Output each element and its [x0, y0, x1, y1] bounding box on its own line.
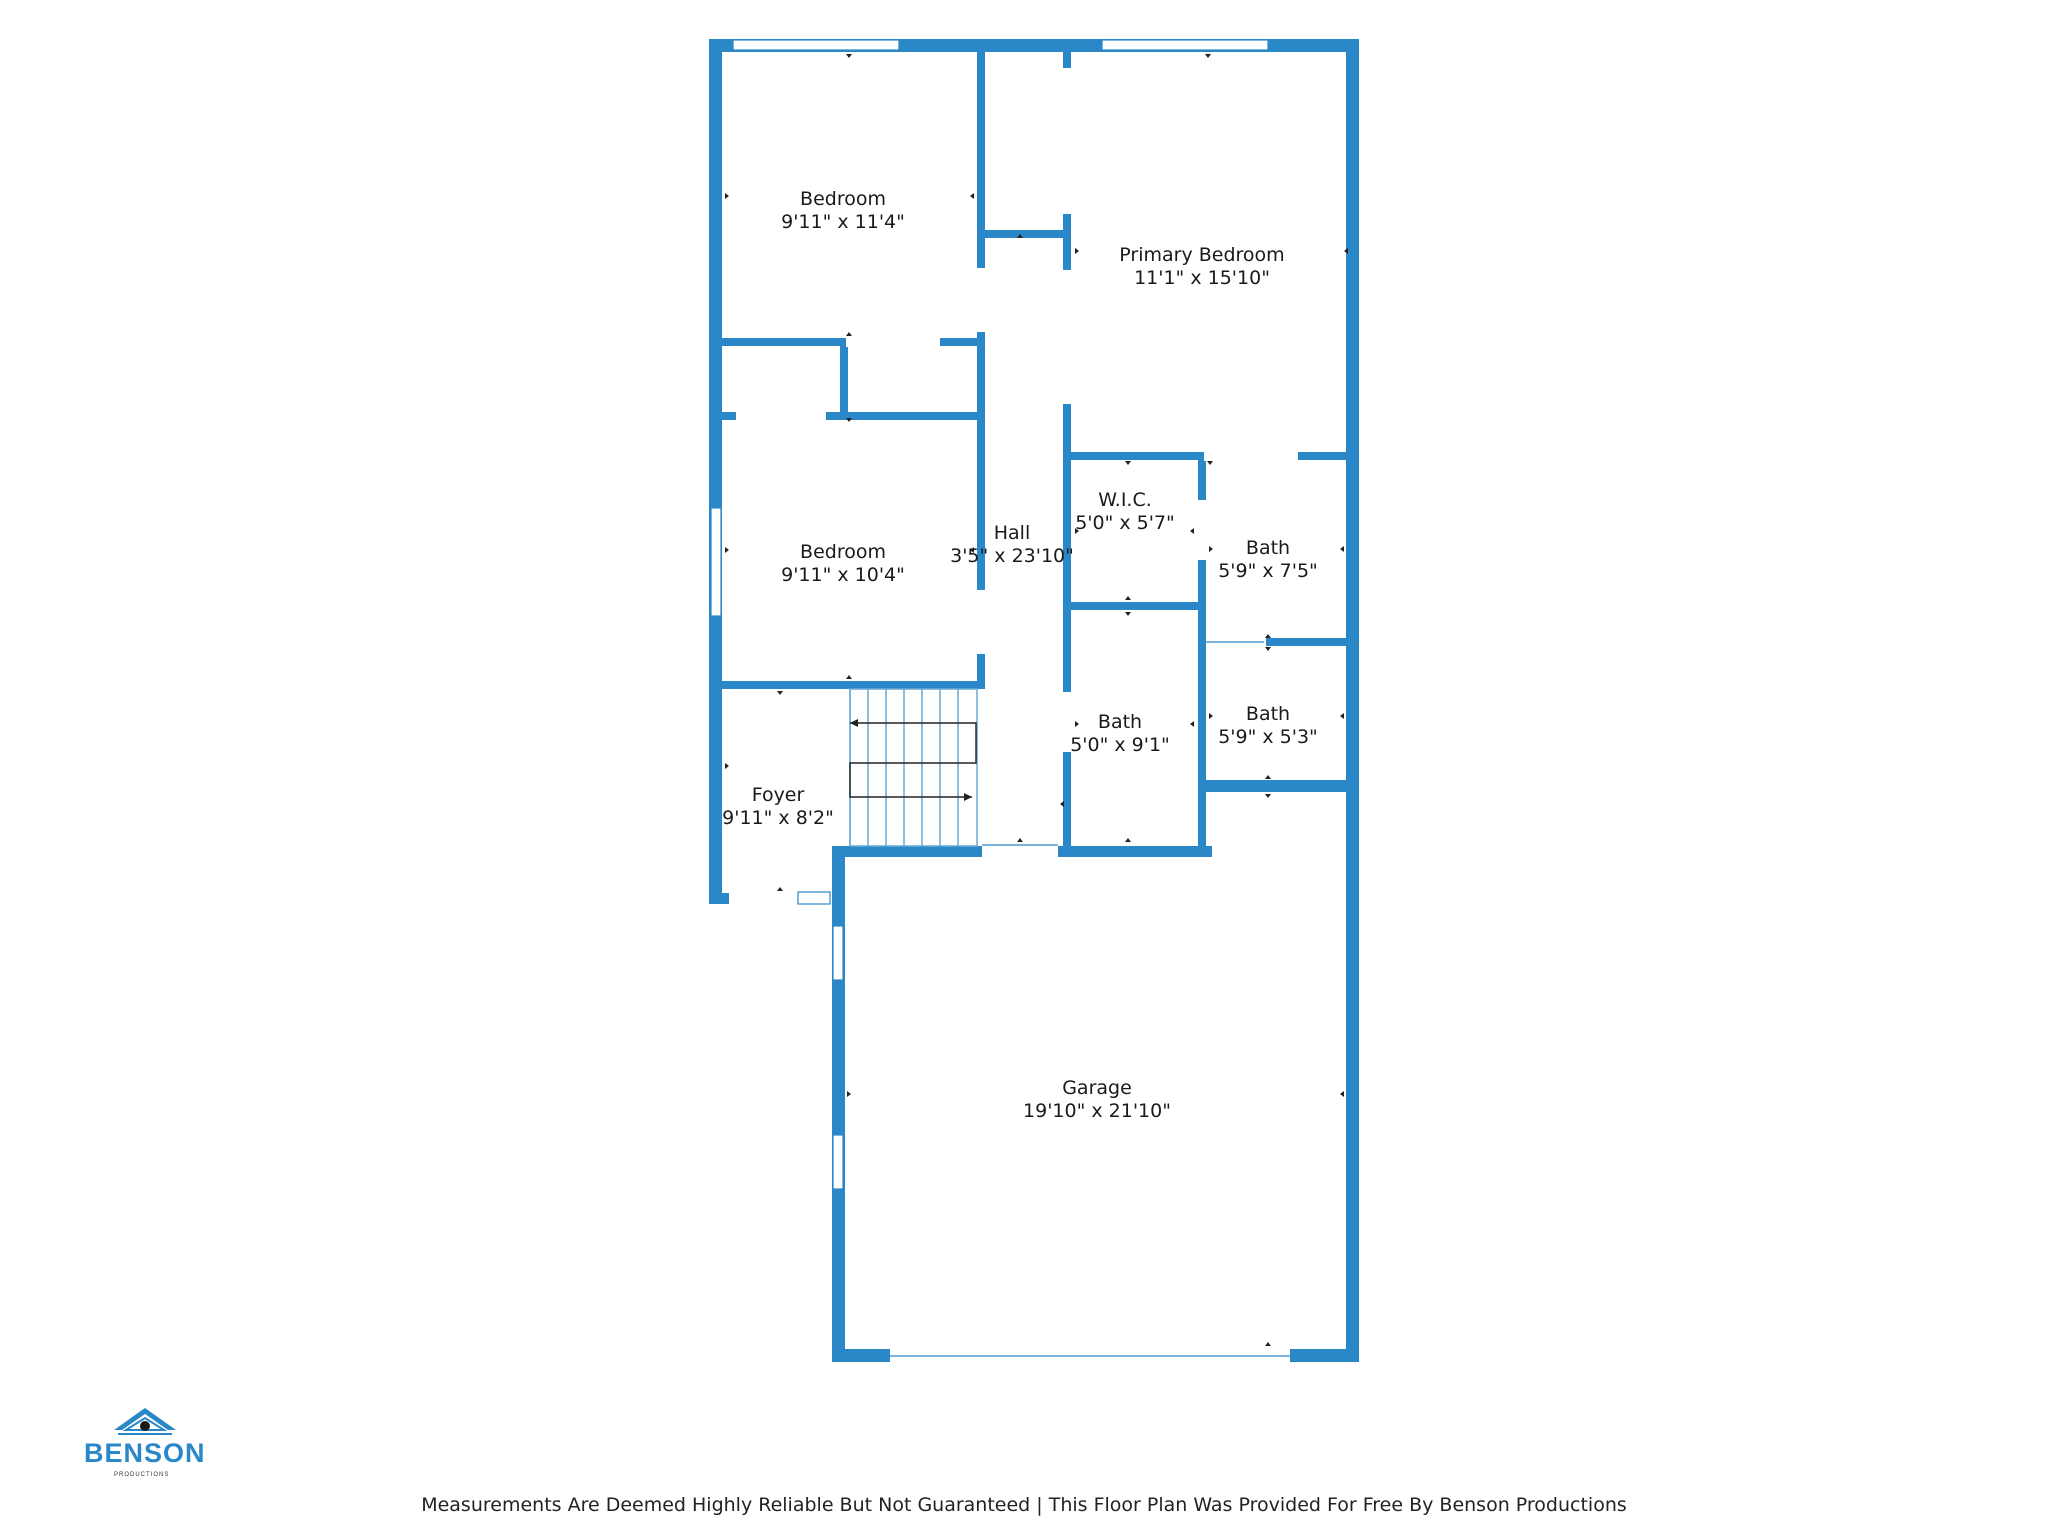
room-bath-2-size: 5'0" x 9'1": [1070, 734, 1170, 756]
dimension-tick: [846, 418, 852, 422]
room-garage-name: Garage: [1062, 1077, 1132, 1099]
room-labels: Bedroom 9'11" x 11'4" Primary Bedroom 11…: [722, 188, 1318, 1122]
dimension-tick: [777, 691, 783, 695]
dimension-tick: [846, 675, 852, 679]
benson-logo: [114, 1408, 176, 1435]
room-bath-2-name: Bath: [1098, 711, 1142, 733]
dimension-tick: [725, 193, 729, 199]
dimension-tick: [1075, 721, 1079, 727]
dimension-tick: [846, 332, 852, 336]
room-hall-name: Hall: [994, 522, 1031, 544]
dimension-tick: [1265, 1342, 1271, 1346]
stairs: [849, 688, 978, 847]
room-bedroom-1-name: Bedroom: [800, 188, 886, 210]
dimension-tick: [1060, 801, 1064, 807]
dimension-tick: [1340, 546, 1344, 552]
dimension-ticks: [725, 54, 1348, 1346]
room-primary-bedroom-name: Primary Bedroom: [1119, 244, 1284, 266]
dimension-tick: [1125, 838, 1131, 842]
stair-arrows: [849, 719, 977, 801]
dimension-tick: [1075, 248, 1079, 254]
dimension-tick: [970, 547, 974, 553]
room-wic-name: W.I.C.: [1098, 489, 1152, 511]
room-hall-size: 3'5" x 23'10": [950, 545, 1074, 567]
dimension-tick: [1017, 838, 1023, 842]
room-bath-3-size: 5'9" x 5'3": [1218, 726, 1318, 748]
dimension-tick: [1075, 528, 1079, 534]
logo-brand: BENSON: [84, 1438, 206, 1468]
dimension-tick: [1265, 634, 1271, 638]
dimension-tick: [1190, 721, 1194, 727]
dimension-tick: [1209, 713, 1213, 719]
room-bath-1-size: 5'9" x 7'5": [1218, 560, 1318, 582]
room-foyer-size: 9'11" x 8'2": [722, 807, 834, 829]
dimension-tick: [1265, 794, 1271, 798]
dimension-tick: [1340, 713, 1344, 719]
door-openings: [729, 68, 1298, 1363]
dimension-tick: [725, 763, 729, 769]
dimension-tick: [1125, 461, 1131, 465]
room-garage-size: 19'10" x 21'10": [1023, 1100, 1171, 1122]
room-primary-bedroom-size: 11'1" x 15'10": [1134, 267, 1270, 289]
logo-subtitle: PRODUCTIONS: [114, 1472, 170, 1478]
dimension-tick: [970, 193, 974, 199]
dimension-tick: [1340, 1091, 1344, 1097]
room-wic-size: 5'0" x 5'7": [1075, 512, 1175, 534]
dimension-tick: [777, 887, 783, 891]
dimension-tick: [846, 54, 852, 58]
dimension-tick: [1190, 528, 1194, 534]
house-roof-icon: [114, 1408, 176, 1430]
dimension-tick: [1265, 647, 1271, 651]
dimension-tick: [1125, 612, 1131, 616]
room-bath-1-name: Bath: [1246, 537, 1290, 559]
dimension-tick: [1125, 596, 1131, 600]
dimension-tick: [1265, 775, 1271, 779]
dimension-tick: [1344, 248, 1348, 254]
windows: [710, 39, 1269, 1190]
dimension-tick: [1207, 461, 1213, 465]
room-bedroom-1-size: 9'11" x 11'4": [781, 211, 905, 233]
footer-disclaimer: Measurements Are Deemed Highly Reliable …: [421, 1494, 1627, 1516]
dimension-tick: [1205, 54, 1211, 58]
room-foyer-name: Foyer: [752, 784, 805, 806]
room-bath-3-name: Bath: [1246, 703, 1290, 725]
dimension-tick: [1017, 234, 1023, 238]
dimension-tick: [725, 547, 729, 553]
room-bedroom-2-size: 9'11" x 10'4": [781, 564, 905, 586]
room-bedroom-2-name: Bedroom: [800, 541, 886, 563]
camera-aperture-icon: [140, 1421, 150, 1431]
dimension-tick: [1209, 546, 1213, 552]
dimension-tick: [847, 1091, 851, 1097]
